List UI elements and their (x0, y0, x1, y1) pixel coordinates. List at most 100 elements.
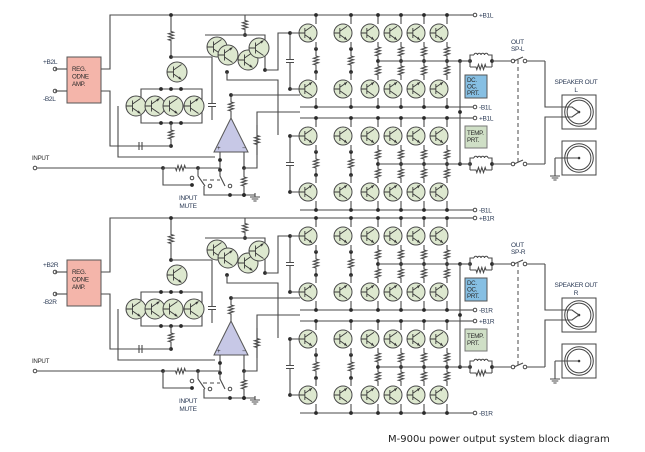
transistor-symbol (430, 184, 444, 200)
output-relay-label: OUT (511, 242, 524, 249)
wire (226, 72, 279, 135)
emitter-arrow (371, 285, 375, 289)
rail-terminal (472, 318, 478, 324)
transistor-symbol (407, 81, 421, 97)
junction-dot (349, 308, 353, 312)
transistor-symbol (407, 387, 421, 403)
transistor-icon (183, 298, 205, 320)
resistor-icon (373, 367, 383, 386)
wire (265, 32, 300, 71)
transistor-symbol (207, 242, 222, 258)
wire (469, 257, 474, 264)
resistor-icon (419, 264, 429, 283)
emitter-arrow (371, 36, 375, 40)
transistor-icon (406, 23, 426, 43)
mute-contact (207, 386, 213, 392)
emitter-arrow (137, 110, 141, 114)
wire (219, 170, 226, 187)
transistor-symbol (384, 331, 398, 347)
junction-dot (314, 308, 318, 312)
transistor-symbol (167, 64, 182, 80)
transistor-icon (298, 126, 318, 146)
transistor-symbol (384, 184, 398, 200)
resistor-icon (226, 95, 236, 118)
resistor-icon (470, 165, 492, 175)
emitter-arrow (344, 342, 348, 346)
diagram-caption: M-900u power output system block diagram (388, 434, 610, 445)
junction-dot (445, 208, 449, 212)
wire (290, 135, 300, 193)
transistor-icon (429, 79, 449, 99)
emitter-arrow (195, 301, 199, 305)
transistor-symbol (299, 25, 313, 41)
emitter-arrow (440, 82, 444, 86)
relay-contact (522, 364, 528, 370)
transistor-symbol (334, 184, 348, 200)
emitter-arrow (174, 313, 178, 317)
transistor-icon (383, 282, 403, 302)
resistor-icon (239, 371, 249, 398)
output-relay-label: SP-L (511, 46, 525, 53)
junction-dot (228, 396, 232, 400)
resistor-icon (442, 348, 452, 367)
junction-dot (422, 105, 426, 109)
capacitor-icon (286, 136, 294, 192)
opamp-minus: − (242, 348, 246, 355)
resistor-icon (166, 218, 176, 260)
transistor-icon (298, 282, 318, 302)
transistor-symbol (361, 128, 375, 144)
wire (488, 257, 493, 264)
resistor-icon (373, 245, 383, 264)
ground-icon (550, 375, 560, 384)
transistor-icon (125, 95, 147, 117)
mute-contact (227, 183, 233, 189)
junction-dot (190, 183, 194, 187)
emitter-arrow (344, 388, 348, 392)
junction-dot (314, 216, 318, 220)
wire (244, 314, 300, 372)
temp-box-label: TEMP. (467, 130, 484, 137)
transistor-icon (360, 226, 380, 246)
junction-dot (169, 290, 173, 294)
transistor-icon (360, 282, 380, 302)
emitter-arrow (229, 250, 233, 254)
emitter-arrow (440, 285, 444, 289)
emitter-arrow (394, 239, 398, 243)
transistor-symbol (430, 228, 444, 244)
junction-dot (376, 208, 380, 212)
junction-dot (179, 324, 183, 328)
reg-odne-amp-box (66, 259, 102, 307)
emitter-arrow (309, 139, 313, 143)
emitter-arrow (417, 185, 421, 189)
transistor-icon (429, 23, 449, 43)
emitter-arrow (156, 301, 160, 305)
rail-terminal (472, 307, 478, 313)
resistor-icon (396, 245, 406, 264)
input-mute-label: MUTE (179, 406, 197, 413)
reg-box-label: AMP. (72, 81, 86, 88)
junction-dot (376, 308, 380, 312)
junction-dot (159, 290, 163, 294)
transistor-symbol (334, 284, 348, 300)
inductor-icon (473, 52, 489, 56)
transistor-symbol (384, 284, 398, 300)
rail-terminal (472, 104, 478, 110)
channel-left: REG.ODNEAMP.+B2L-B2L+−INPUTINPUTMUTE+B1L… (32, 13, 598, 215)
transistor-icon (162, 298, 184, 320)
relay-contact (522, 58, 528, 64)
junction-dot (445, 116, 449, 120)
wire (203, 389, 255, 399)
transistor-icon (383, 182, 403, 202)
transistor-icon (298, 385, 318, 405)
transistor-symbol (145, 301, 160, 317)
transistor-icon (360, 126, 380, 146)
transistor-icon (333, 23, 353, 43)
transistor-symbol (299, 184, 313, 200)
protection-box-label: PRT. (467, 293, 480, 300)
wire (488, 54, 493, 61)
junction-dot (190, 386, 194, 390)
junction-dot (314, 411, 318, 415)
junction-dot (349, 411, 353, 415)
resistor-icon (346, 152, 356, 175)
